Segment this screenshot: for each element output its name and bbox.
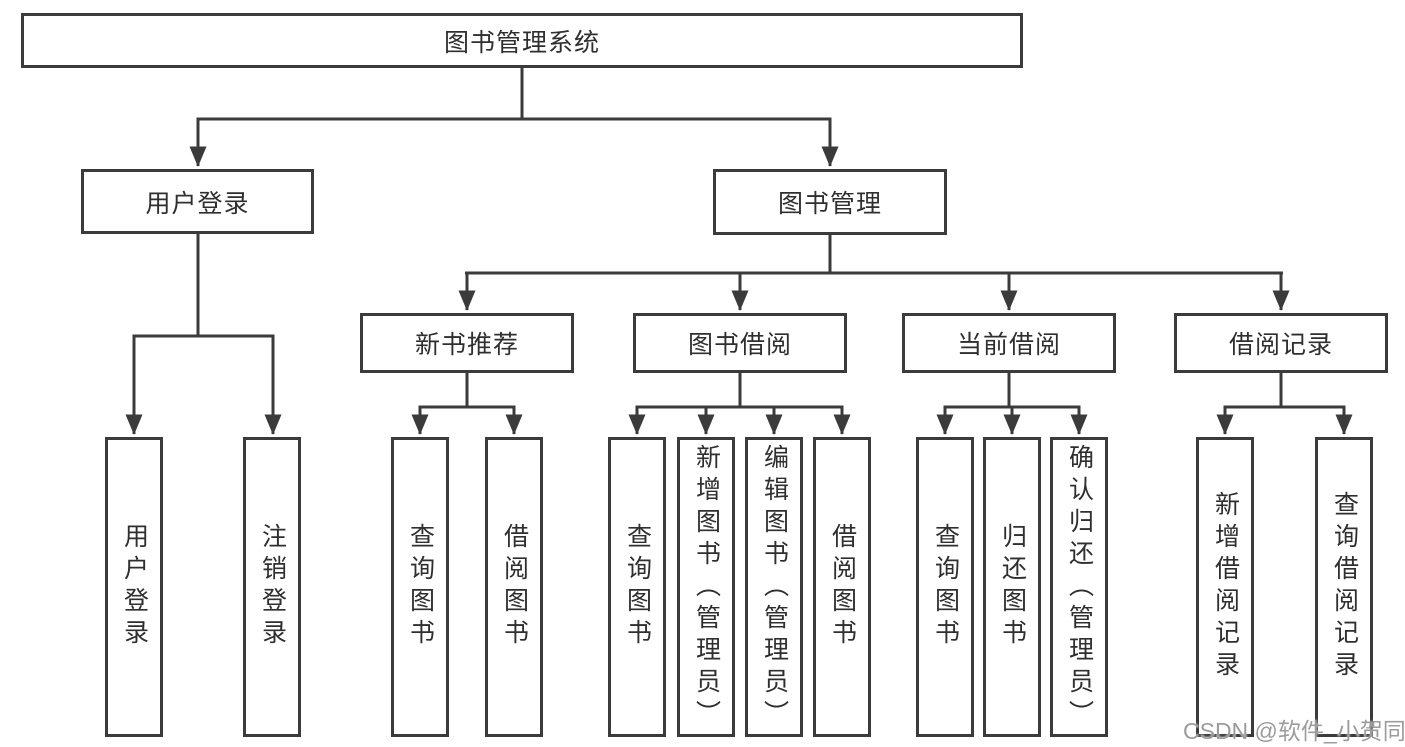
node-current-borrow-label: 当前借阅 bbox=[956, 331, 1061, 359]
leaf-borrow-book-recommend: 借阅图书 bbox=[485, 437, 543, 737]
node-borrow-records-label: 借阅记录 bbox=[1228, 331, 1333, 359]
node-new-book-recommend-label: 新书推荐 bbox=[414, 331, 519, 359]
node-root-label: 图书管理系统 bbox=[443, 28, 600, 57]
leaf-user-login: 用户登录 bbox=[105, 437, 163, 737]
leaf-query-book-recommend: 查询图书 bbox=[391, 437, 449, 737]
leaf-add-borrow-record-label: 新增借阅记录 bbox=[1211, 491, 1240, 683]
node-user-login-label: 用户登录 bbox=[145, 189, 250, 218]
leaf-return-book-label: 归还图书 bbox=[998, 523, 1027, 651]
node-book-management-label: 图书管理 bbox=[777, 190, 882, 218]
leaf-borrow-book-label: 借阅图书 bbox=[828, 523, 857, 651]
leaf-add-book-admin: 新增图书（管理员） bbox=[677, 437, 735, 737]
node-root: 图书管理系统 bbox=[21, 13, 1023, 68]
leaf-borrow-book: 借阅图书 bbox=[813, 437, 871, 737]
node-user-login: 用户登录 bbox=[81, 169, 314, 234]
leaf-add-borrow-record: 新增借阅记录 bbox=[1196, 437, 1254, 737]
node-book-borrow: 图书借阅 bbox=[633, 313, 847, 373]
node-new-book-recommend: 新书推荐 bbox=[360, 313, 574, 373]
leaf-query-borrow-record-label: 查询借阅记录 bbox=[1330, 491, 1359, 683]
leaf-query-borrow-record: 查询借阅记录 bbox=[1315, 437, 1373, 737]
node-book-borrow-label: 图书借阅 bbox=[687, 331, 792, 359]
leaf-confirm-return-admin: 确认归还（管理员） bbox=[1050, 437, 1108, 737]
leaf-logout-label: 注销登录 bbox=[258, 523, 287, 651]
node-current-borrow: 当前借阅 bbox=[902, 313, 1116, 373]
leaf-logout: 注销登录 bbox=[243, 437, 301, 737]
leaf-borrow-book-recommend-label: 借阅图书 bbox=[500, 523, 529, 651]
leaf-user-login-label: 用户登录 bbox=[120, 523, 149, 651]
leaf-query-book-borrow: 查询图书 bbox=[608, 437, 666, 737]
node-book-management: 图书管理 bbox=[713, 169, 947, 235]
leaf-confirm-return-admin-label: 确认归还（管理员） bbox=[1065, 444, 1094, 732]
leaf-edit-book-admin: 编辑图书（管理员） bbox=[745, 437, 803, 737]
leaf-return-book: 归还图书 bbox=[983, 437, 1041, 737]
leaf-add-book-admin-label: 新增图书（管理员） bbox=[692, 444, 721, 732]
leaf-edit-book-admin-label: 编辑图书（管理员） bbox=[760, 444, 789, 732]
leaf-query-book-recommend-label: 查询图书 bbox=[406, 523, 435, 651]
leaf-query-book-current-label: 查询图书 bbox=[931, 523, 960, 651]
node-borrow-records: 借阅记录 bbox=[1174, 313, 1388, 373]
leaf-query-book-borrow-label: 查询图书 bbox=[623, 523, 652, 651]
csdn-watermark: CSDN @软件_小贺同学 bbox=[1183, 718, 1405, 744]
leaf-query-book-current: 查询图书 bbox=[916, 437, 974, 737]
